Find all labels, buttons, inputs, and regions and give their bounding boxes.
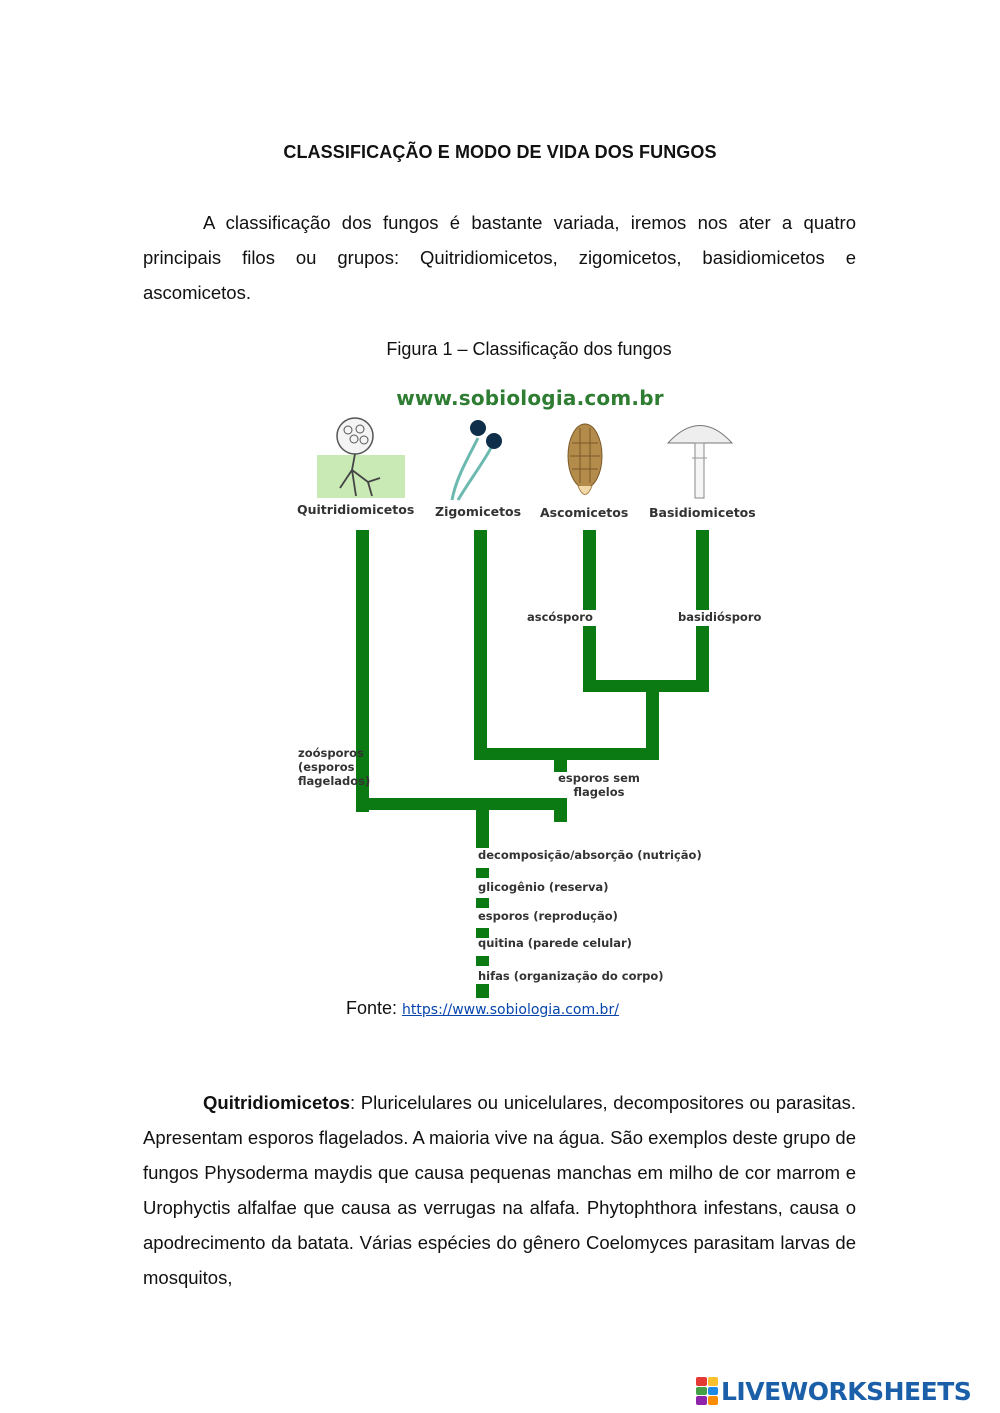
label-zoosporos-line-1: zoósporos [298, 746, 364, 760]
intro-paragraph: A classificação dos fungos é bastante va… [143, 212, 856, 303]
source-label: Fonte: [346, 998, 398, 1018]
group-label-quitridiomicetos: Quitridiomicetos [297, 502, 415, 517]
branch-root-join [356, 798, 567, 810]
quitridiomicetos-paragraph: Quitridiomicetos: Pluricelulares ou unic… [143, 1085, 856, 1295]
label-esporos-line-1: esporos sem [558, 771, 640, 785]
branch-dikarya-stem [646, 680, 659, 760]
quitridiomicetos-text: : Pluricelulares ou unicelulares, decomp… [143, 1092, 856, 1288]
trait-parede-celular: quitina (parede celular) [478, 936, 632, 950]
zygomycete-illustration-icon [450, 420, 502, 501]
fungi-cladogram: www.sobiologia.com.br Qui [280, 378, 761, 1003]
trunk-segment-2 [476, 898, 489, 908]
label-esporos-sem-flagelos: esporos sem flagelos [554, 771, 644, 799]
trunk-segment-4 [476, 956, 489, 966]
liveworksheets-logo-icon [696, 1377, 718, 1405]
figure-site-name: www.sobiologia.com.br [396, 386, 664, 410]
branch-basidiomicetos-lower [696, 626, 709, 692]
trunk-segment-1 [476, 868, 489, 878]
branch-quitridiomicetos [356, 530, 369, 812]
liveworksheets-watermark: LIVEWORKSHEETS [696, 1373, 972, 1409]
trunk-segment-5 [476, 984, 489, 998]
chytrid-illustration-icon [317, 417, 405, 498]
label-basidiosporo: basidiósporo [678, 610, 762, 624]
source-link[interactable]: https://www.sobiologia.com.br/ [402, 1002, 619, 1018]
group-label-basidiomicetos: Basidiomicetos [649, 505, 756, 520]
branch-ascomicetos-upper [583, 530, 596, 610]
label-zoosporos-line-3: flagelados) [298, 774, 371, 788]
label-ascosporo: ascósporo [527, 610, 593, 624]
label-zoosporos-line-2: (esporos [298, 760, 355, 774]
branch-ascomicetos-lower [583, 626, 596, 692]
trait-reserva: glicogênio (reserva) [478, 880, 609, 894]
quitridiomicetos-term: Quitridiomicetos [203, 1092, 350, 1113]
branch-basidiomicetos-upper [696, 530, 709, 610]
branch-zygo-dikarya-stem [554, 748, 567, 772]
page-title: CLASSIFICAÇÃO E MODO DE VIDA DOS FUNGOS [283, 142, 717, 162]
group-label-zigomicetos: Zigomicetos [435, 504, 522, 519]
mushroom-illustration-icon [666, 425, 734, 499]
label-esporos-line-2: flagelos [573, 785, 625, 799]
branch-zigomicetos [474, 530, 487, 760]
fungi-illustrations [317, 417, 734, 501]
figure-source: Fonte: https://www.sobiologia.com.br/ [346, 998, 619, 1019]
morel-illustration-icon [567, 423, 603, 495]
trait-reproducao: esporos (reprodução) [478, 909, 618, 923]
label-zoosporos: zoósporos (esporos flagelados) [298, 746, 371, 788]
trunk-segment-3 [476, 928, 489, 938]
trait-nutricao: decomposição/absorção (nutrição) [478, 848, 702, 862]
trunk-top [476, 798, 489, 848]
group-label-ascomicetos: Ascomicetos [540, 505, 629, 520]
liveworksheets-text: LIVEWORKSHEETS [721, 1376, 972, 1406]
figure-caption: Figura 1 – Classificação dos fungos [386, 339, 672, 359]
trait-organizacao: hifas (organização do corpo) [478, 969, 664, 983]
